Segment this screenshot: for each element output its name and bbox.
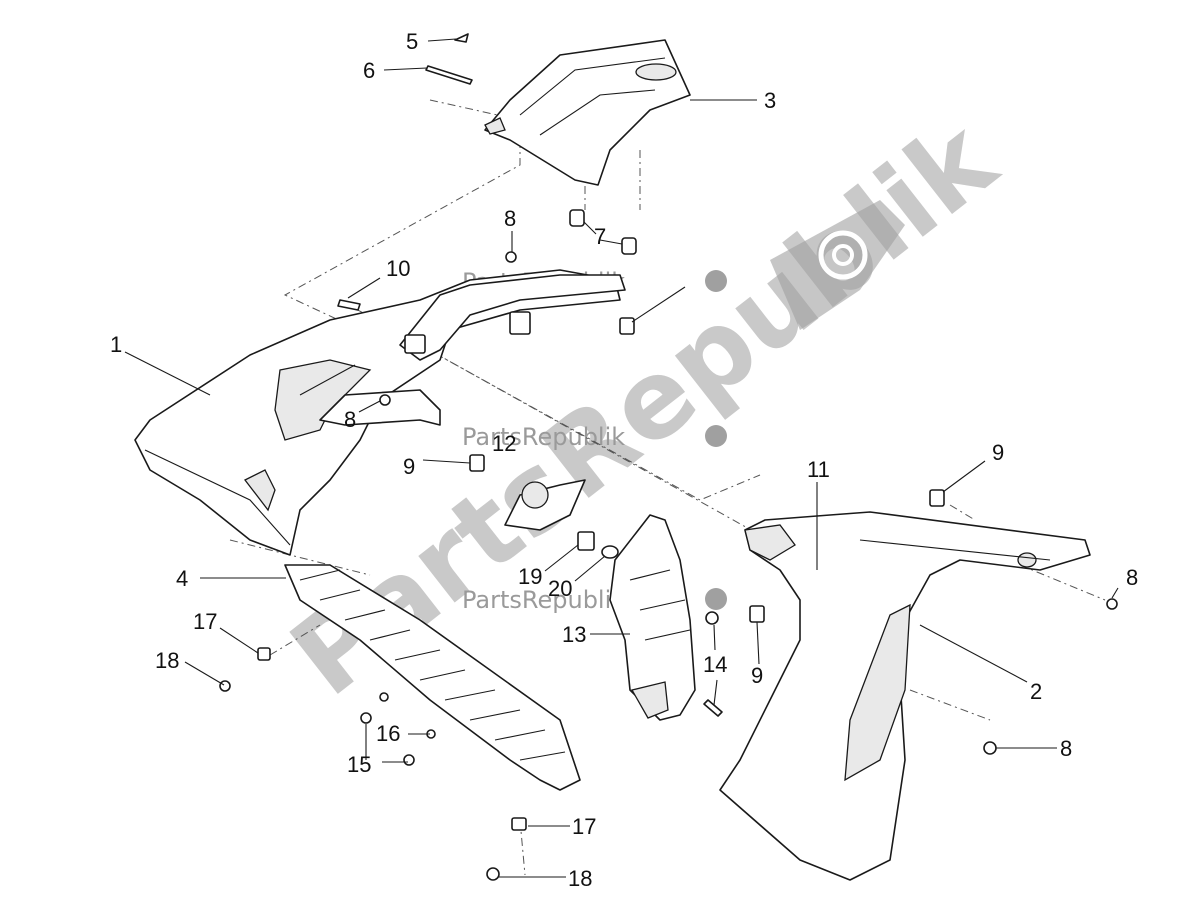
- part-18-screw-a[interactable]: [219, 680, 231, 692]
- part-19-clip[interactable]: [577, 531, 595, 551]
- watermark-row-3: PartsRepublik: [462, 586, 727, 614]
- callout-7: 7: [594, 224, 606, 249]
- watermark-gear-icon: [705, 588, 727, 610]
- subframe-bracket[interactable]: [319, 274, 626, 426]
- callout-20: 20: [548, 576, 572, 601]
- part-17-clip-a[interactable]: [257, 647, 271, 661]
- part-4-radiator-grille[interactable]: [284, 564, 581, 791]
- callout-15: 15: [347, 752, 371, 777]
- watermark-gear-icon: [705, 270, 727, 292]
- part-17-clip-b[interactable]: [511, 817, 527, 831]
- callout-16: 16: [376, 721, 400, 746]
- callout-19: 19: [518, 564, 542, 589]
- part-2-right-side-panel[interactable]: [719, 511, 1091, 881]
- part-9-clip-c[interactable]: [749, 605, 765, 623]
- callout-8: 8: [1126, 565, 1138, 590]
- part-12-cap[interactable]: [504, 479, 586, 531]
- part-13-inner-panel[interactable]: [609, 514, 696, 721]
- callout-2: 2: [1030, 679, 1042, 704]
- part-8-screw-b[interactable]: [379, 394, 391, 406]
- watermark-gear-icon: [705, 425, 727, 447]
- part-20-washer[interactable]: [601, 545, 619, 559]
- leader-lines: [124, 38, 1119, 878]
- part-1-left-side-panel[interactable]: [134, 269, 621, 556]
- watermark-gear-logo: [770, 200, 905, 330]
- part-8-screw-a[interactable]: [505, 251, 517, 263]
- callout-12: 12: [492, 431, 516, 456]
- callout-13: 13: [562, 622, 586, 647]
- callout-17: 17: [193, 609, 217, 634]
- callout-11: 11: [807, 457, 830, 482]
- callout-3: 3: [764, 88, 776, 113]
- callout-8: 8: [1060, 736, 1072, 761]
- part-10-bolt[interactable]: [337, 299, 361, 311]
- part-7-spacer[interactable]: [569, 209, 637, 255]
- part-9-clip-b[interactable]: [929, 489, 945, 507]
- callout-8: 8: [344, 407, 356, 432]
- callout-1: 1: [110, 332, 122, 357]
- part-8-screw-c[interactable]: [1106, 598, 1118, 610]
- callout-9: 9: [992, 440, 1004, 465]
- callout-6: 6: [363, 58, 375, 83]
- callouts: 5 6 3 8 7 10 1 8 12 9 11 9 8 4 19 20 17 …: [110, 29, 1138, 891]
- callout-18: 18: [155, 648, 179, 673]
- part-5-clip[interactable]: [454, 33, 469, 43]
- part-16-clip[interactable]: [379, 692, 436, 739]
- part-3-tail-cover[interactable]: [484, 39, 691, 186]
- callout-9: 9: [751, 663, 763, 688]
- callout-4: 4: [176, 566, 188, 591]
- part-14-bolt[interactable]: [703, 611, 723, 717]
- callout-14: 14: [703, 652, 727, 677]
- watermark-row-2-text: PartsRepublik: [462, 423, 625, 451]
- part-8-screw-d[interactable]: [983, 741, 997, 755]
- part-18-screw-b[interactable]: [486, 867, 500, 881]
- callout-9: 9: [403, 454, 415, 479]
- part-6-pin[interactable]: [425, 65, 473, 85]
- assembly-lines: [229, 99, 1106, 876]
- callout-17: 17: [572, 814, 596, 839]
- watermark-row-2: PartsRepublik: [462, 423, 727, 451]
- callout-10: 10: [386, 256, 410, 281]
- callout-8: 8: [504, 206, 516, 231]
- part-15-screw[interactable]: [360, 712, 415, 766]
- watermark-row-3-text: PartsRepublik: [462, 586, 625, 614]
- callout-18: 18: [568, 866, 592, 891]
- callout-5: 5: [406, 29, 418, 54]
